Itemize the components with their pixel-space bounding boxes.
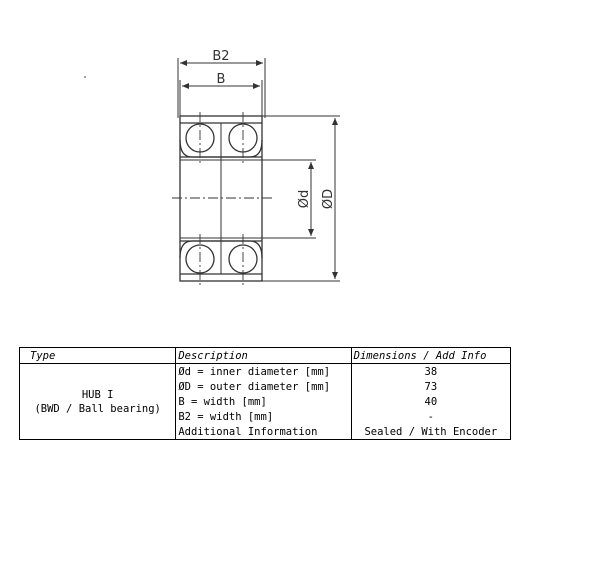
row-description: B = width [mm] — [175, 394, 352, 409]
outer-diameter-dimension — [262, 115, 340, 282]
header-dimensions: Dimensions / Add Info — [350, 347, 512, 364]
table-row: B = width [mm] 40 — [20, 394, 512, 409]
b-dimension — [179, 80, 263, 118]
row-value: 73 — [350, 379, 512, 394]
center-lines — [172, 112, 275, 285]
specification-table: Type Description Dimensions / Add Info H… — [18, 347, 512, 440]
type-cell: HUB I (BWD / Ball bearing) — [18, 363, 177, 440]
header-type: Type — [18, 347, 177, 364]
row-value: 40 — [350, 394, 512, 409]
b2-dimension — [177, 58, 266, 118]
row-description: Ød = inner diameter [mm] — [175, 363, 352, 379]
row-value: - — [350, 409, 512, 424]
b-label: B — [217, 72, 226, 87]
table-header-row: Type Description Dimensions / Add Info — [18, 347, 512, 364]
row-description: ØD = outer diameter [mm] — [175, 379, 352, 394]
type-subtitle: (BWD / Ball bearing) — [34, 402, 161, 415]
table-row: HUB I (BWD / Ball bearing) Ød = inner di… — [18, 363, 512, 440]
row-description: Additional Information — [175, 424, 352, 440]
table-row: B2 = width [mm] - — [20, 409, 512, 424]
stray-dot — [84, 76, 86, 78]
table-row: Additional Information Sealed / With Enc… — [20, 424, 512, 440]
b2-label: B2 — [212, 49, 229, 64]
row-value: 38 — [350, 363, 512, 379]
header-description: Description — [175, 347, 352, 364]
row-value: Sealed / With Encoder — [350, 424, 512, 440]
bearing-cross-section-drawing: B2 B — [84, 49, 340, 285]
table-row: ØD = outer diameter [mm] 73 — [20, 379, 512, 394]
bearing-body — [179, 115, 263, 282]
inner-diameter-label: Ød — [297, 190, 312, 208]
row-description: B2 = width [mm] — [175, 409, 352, 424]
type-name: HUB I — [81, 388, 114, 401]
inner-diameter-dimension — [262, 159, 316, 239]
outer-diameter-label: ØD — [321, 189, 336, 209]
